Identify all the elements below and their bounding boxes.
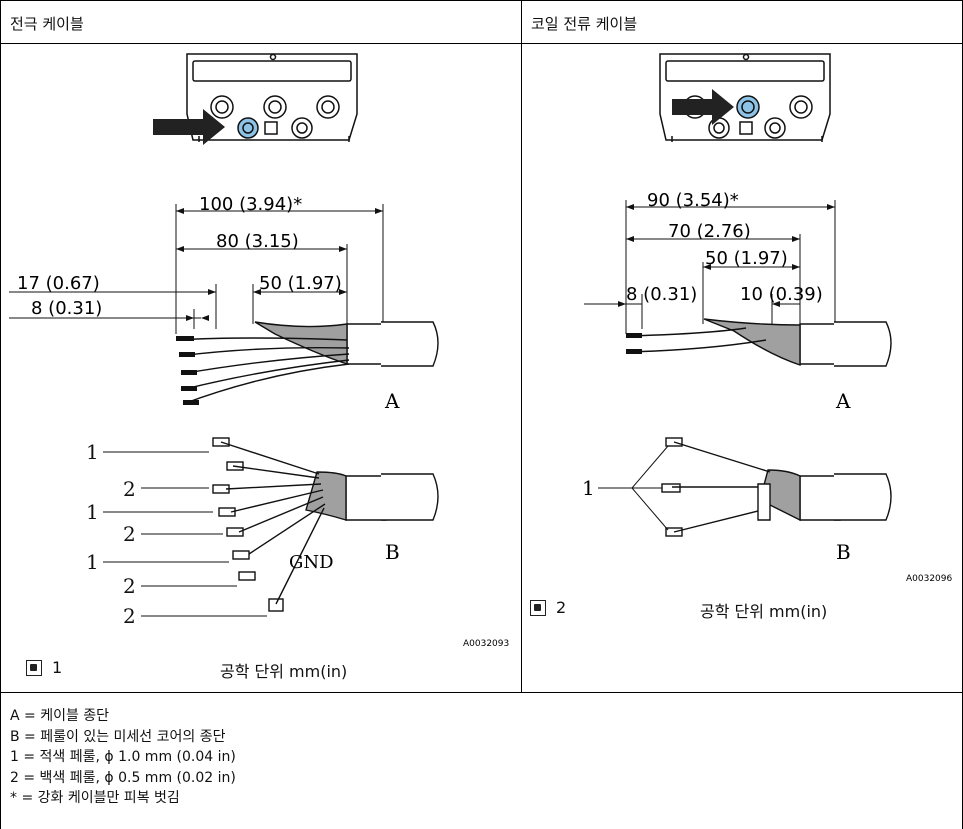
figure-number-left: 1 [52,658,63,677]
figure-number-right: 2 [556,598,567,617]
cable-b-left [212,437,439,612]
column-divider [521,0,522,693]
label-a-left: A [384,389,400,413]
dim-100: 100 (3.94)* [199,194,302,215]
figure-icon [26,659,42,676]
label-b-left: B [385,540,400,564]
callout-2-d: 2 [123,604,136,628]
header-divider [0,43,963,44]
dim-17: 17 (0.67) [17,273,100,294]
dim-8: 8 (0.31) [31,298,102,319]
callout-1-b: 1 [86,500,99,524]
dim-50-right: 50 (1.97) [705,248,788,269]
legend-item-b: B = 페룰이 있는 미세선 코어의 종단 [10,728,226,745]
callout-2-c: 2 [123,574,136,598]
table-border-top [0,0,963,1]
figure-icon [530,599,546,616]
gnd-label: GND [289,552,334,573]
arrow-left [153,109,225,145]
callout-2-b: 2 [123,522,136,546]
figure-code-left: A0032093 [463,639,509,649]
housing-right [659,53,831,142]
dim-10: 10 (0.39) [740,284,823,305]
caption-units-right: 공학 단위 mm(in) [700,602,828,621]
callout-1-c: 1 [86,550,99,574]
housing-left [186,53,358,142]
caption-units-left: 공학 단위 mm(in) [220,662,348,681]
table-border-left [0,0,1,829]
callout-2-a: 2 [123,477,136,501]
caption-right: 2 [530,598,566,617]
left-figure: 100 (3.94)* 80 (3.15) 17 (0.67) 8 (0.31)… [1,44,521,692]
dim-70: 70 (2.76) [668,221,751,242]
label-a-right: A [835,389,851,413]
dim-8-right: 8 (0.31) [626,284,697,305]
legend-divider [0,692,963,693]
cable-b-right [661,437,892,537]
figure-code-right: A0032096 [906,574,953,584]
dim-90: 90 (3.54)* [647,190,739,211]
dim-80: 80 (3.15) [216,231,299,252]
callout-1-right: 1 [582,476,595,500]
caption-left: 1 [26,658,62,677]
dim-50: 50 (1.97) [259,273,342,294]
header-coil-current-cable: 코일 전류 케이블 [531,15,638,33]
legend-item-1: 1 = 적색 페룰, ϕ 1.0 mm (0.04 in) [10,749,236,765]
legend-item-star: * = 강화 케이블만 피복 벗김 [10,790,180,806]
header-electrode-cable: 전극 케이블 [10,15,84,33]
cable-a-right [625,318,892,367]
callout-1-a: 1 [86,440,99,464]
legend-item-2: 2 = 백색 페룰, ϕ 0.5 mm (0.02 in) [10,769,236,786]
label-b-right: B [836,540,851,564]
legend-item-a: A = 케이블 종단 [10,708,110,724]
arrow-right [672,89,734,125]
legend: A = 케이블 종단 B = 페룰이 있는 미세선 코어의 종단 1 = 적색 … [10,706,236,809]
right-figure: 90 (3.54)* 70 (2.76) 50 (1.97) 8 (0.31) … [522,44,962,692]
